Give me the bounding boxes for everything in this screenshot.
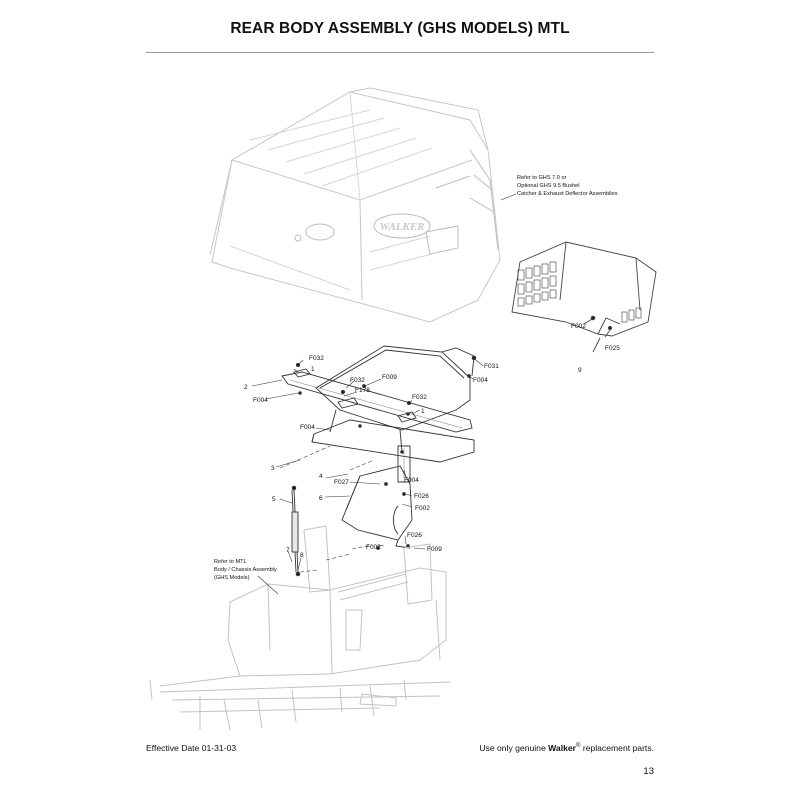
assembly-guide-lines [279,445,375,573]
callout-f032-a: F032 [309,355,324,362]
callout-3: 3 [271,465,275,472]
callout-2: 2 [244,384,248,391]
callout-f032-b: F032 [350,377,365,384]
callout-f002-c: F002 [571,323,586,330]
callout-f004-d: F004 [404,477,419,484]
callout-f002-b: F002 [366,544,381,551]
ghs-note-line-1: Refer to GHS 7.0 or [517,175,567,181]
callout-5: 5 [272,496,276,503]
ghs-note-line-2: Optional GHS 9.5 Bushel [517,183,580,189]
mtl-note-line-2: Body / Chassis Assembly [214,567,277,573]
notice-prefix: Use only genuine [479,743,546,753]
callout-f026-a: F026 [414,493,429,500]
callout-f032-c: F032 [412,394,427,401]
page-title: REAR BODY ASSEMBLY (GHS MODELS) MTL [230,20,570,37]
mtl-note-line-3: (GHS Models) [214,575,250,581]
title-divider [146,52,654,53]
mtl-note-line-1: Refer to MTL [214,559,247,565]
deflector-plate [511,241,657,353]
callout-8: 8 [300,552,304,559]
callout-f178: F178 [355,387,370,394]
notice-suffix: replacement parts. [582,743,654,753]
callout-7: 7 [286,547,290,554]
callout-labels: F032 1 2 F004 F032 F178 F009 F032 1 F031… [244,323,620,559]
callout-f004-a: F004 [253,397,268,404]
callout-f031: F031 [484,363,499,370]
notice-brand: Walker [548,743,577,753]
callout-f026-b: F026 [407,532,422,539]
callout-1-b: 1 [421,408,425,415]
ghs-reference-note: Refer to GHS 7.0 or Optional GHS 9.5 Bus… [517,175,618,197]
callout-1-a: 1 [311,366,315,373]
callout-f009-b: F009 [427,546,442,553]
callout-f002-a: F002 [415,505,430,512]
callout-f004-c: F004 [300,424,315,431]
callout-f025: F025 [605,345,620,352]
lower-chassis [149,525,451,731]
rear-body-shell [209,87,501,323]
callout-6: 6 [319,495,323,502]
middle-panel [341,465,413,550]
callout-4: 4 [319,473,323,480]
callout-f009-a: F009 [382,374,397,381]
callout-leaders [251,359,484,595]
ghs-note-leader [500,193,517,201]
page-number: 13 [643,766,654,777]
mtl-reference-note: Refer to MTL Body / Chassis Assembly (GH… [214,559,277,581]
effective-date: Effective Date 01-31-03 [146,743,237,753]
ghs-note-line-3: Catcher & Exhaust Deflector Assemblies [517,191,618,197]
genuine-parts-notice: Use only genuine Walker® replacement par… [479,743,654,753]
callout-9: 9 [578,367,582,374]
callout-f004-b: F004 [473,377,488,384]
registered-mark: ® [576,743,581,750]
callout-f027: F027 [334,479,349,486]
gas-strut [291,485,301,577]
upper-support-frame [281,345,477,483]
walker-logo-text: WALKER [379,221,424,233]
